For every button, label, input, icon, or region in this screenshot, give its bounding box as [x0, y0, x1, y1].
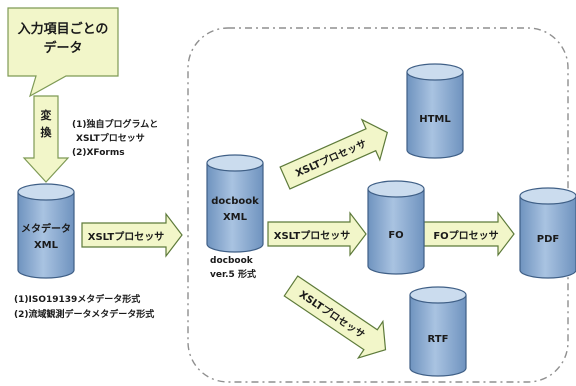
input-data-box: 入力項目ごとの データ — [7, 7, 119, 98]
convert-label-line2: 換 — [41, 125, 53, 139]
metadata-note-line2: (2)流域観測データメタデータ形式 — [14, 308, 154, 320]
pdf-cylinder: PDF — [519, 187, 576, 279]
arrow-to-rtf: XSLTプロセッサ — [283, 275, 387, 359]
docbook-db-line1: docbook — [211, 196, 259, 207]
fo-db-label: FO — [388, 230, 403, 241]
convert-label-line1: 変 — [41, 108, 52, 122]
metadata-xml-cylinder: メタデータ XML — [17, 183, 75, 279]
arrow-main-label: XSLTプロセッサ — [88, 230, 164, 243]
metadata-db-line1: メタデータ — [21, 222, 71, 235]
metadata-note-line1: (1)ISO19139メタデータ形式 — [14, 293, 140, 305]
convert-note-line1: (1)独自プログラムと — [72, 118, 158, 130]
fo-cylinder: FO — [367, 180, 425, 275]
convert-note-line2: XSLTプロセッサ — [76, 132, 145, 144]
arrow-fopdf-label: FOプロセッサ — [433, 229, 498, 242]
rtf-cylinder: RTF — [409, 286, 467, 377]
html-db-label: HTML — [419, 114, 451, 125]
docbook-note-line2: ver.5 形式 — [210, 268, 256, 280]
metadata-db-line2: XML — [34, 240, 59, 251]
pdf-db-label: PDF — [537, 234, 559, 245]
docbook-db-line2: XML — [223, 212, 248, 223]
input-box-line2: データ — [43, 40, 82, 56]
rtf-db-label: RTF — [428, 334, 449, 345]
docbook-xml-cylinder: docbook XML — [206, 154, 264, 253]
convert-arrow: 変 換 — [22, 95, 70, 183]
arrow-rtf-label: XSLTプロセッサ — [297, 288, 368, 342]
convert-note-line3: (2)XForms — [72, 148, 125, 158]
docbook-note-line1: docbook — [210, 256, 254, 266]
arrow-to-fo: XSLTプロセッサ — [267, 211, 367, 257]
input-box-line1: 入力項目ごとの — [18, 21, 109, 37]
arrow-fo-to-pdf: FOプロセッサ — [423, 211, 515, 257]
arrow-fo-label: XSLTプロセッサ — [274, 229, 350, 242]
html-cylinder: HTML — [406, 63, 464, 159]
arrow-meta-to-docbook: XSLTプロセッサ — [81, 212, 183, 258]
